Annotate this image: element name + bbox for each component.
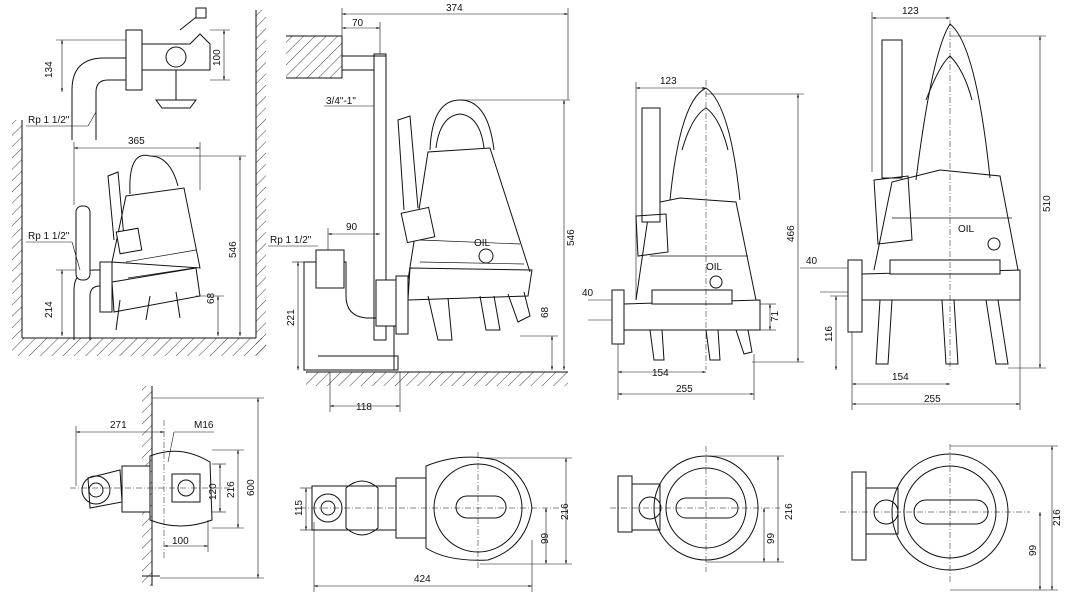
dim-120: 120 (208, 483, 219, 500)
plan-view-main: 115 216 99 424 (294, 452, 572, 592)
large-pump-handle (915, 23, 991, 181)
dim-99-main: 99 (540, 532, 551, 544)
label-m16: M16 (194, 420, 214, 431)
thread-label-left: Rp 1 1/2" (28, 231, 70, 242)
thread-label-main: Rp 1 1/2" (270, 235, 312, 246)
dim-255-small: 255 (676, 384, 693, 395)
dim-466: 466 (786, 225, 797, 242)
dim-216-large: 216 (1052, 509, 1063, 526)
dim-68-main: 68 (540, 306, 551, 318)
plan-view-large: 216 99 (840, 444, 1063, 591)
pump-housing (111, 187, 201, 269)
dim-71: 71 (770, 310, 781, 322)
main-pump-handle (429, 99, 495, 151)
dim-271: 271 (110, 420, 127, 431)
dim-118: 118 (356, 402, 372, 413)
large-cable (881, 39, 903, 179)
dim-600: 600 (246, 479, 257, 496)
guide-pipe (75, 205, 91, 281)
main-installation-view: OIL 374 70 90 546 221 68 118 3/4"-1" Rp … (268, 3, 577, 413)
detail-coupling (125, 29, 143, 91)
detail-elbow-outer (71, 57, 128, 140)
dim-90: 90 (346, 222, 358, 233)
detail-valve-wheel (165, 46, 187, 68)
detail-elbow-inner (95, 79, 128, 140)
dim-214: 214 (44, 301, 55, 318)
dim-510: 510 (1042, 195, 1053, 212)
oil-label-large: OIL (958, 224, 975, 235)
dim-68-left: 68 (206, 292, 217, 304)
dim-123-small: 123 (660, 76, 677, 87)
small-flange (611, 289, 625, 345)
large-pump-housing (873, 169, 1019, 271)
pump-flange (99, 261, 113, 313)
detail-valve-body (141, 33, 211, 71)
floor-hatch (22, 338, 266, 356)
dim-221: 221 (286, 309, 297, 326)
left-wall-hatch (12, 120, 22, 356)
oil-label-main: OIL (474, 238, 491, 249)
dim-100-plan: 100 (172, 536, 189, 547)
dim-100: 100 (212, 49, 223, 66)
dim-40-small: 40 (582, 288, 594, 299)
dim-374: 374 (446, 3, 463, 14)
dim-116: 116 (824, 326, 835, 342)
dim-365: 365 (128, 136, 145, 147)
right-wall-hatch (256, 10, 266, 355)
pump-side-view-large: OIL 123 510 40 116 154 255 (800, 6, 1053, 410)
dim-70: 70 (352, 18, 364, 29)
dim-154-small: 154 (652, 368, 669, 379)
large-flange (847, 259, 863, 333)
dim-216-main: 216 (560, 503, 571, 520)
dim-216-small: 216 (784, 503, 795, 520)
pump-side-view-small: OIL 123 466 40 71 154 255 (582, 76, 804, 400)
pipe-size-label: 3/4"-1" (326, 96, 356, 107)
duckfoot-bend (303, 261, 395, 371)
dim-424: 424 (414, 574, 431, 585)
pump-base (111, 267, 201, 313)
dim-123-large: 123 (902, 6, 919, 17)
dim-154-large: 154 (892, 372, 909, 383)
small-pump-handle (669, 87, 741, 201)
dim-216-left: 216 (226, 481, 237, 498)
dim-546: 546 (228, 241, 239, 258)
small-cable (641, 107, 661, 223)
dim-255-large: 255 (924, 394, 941, 405)
dim-115: 115 (294, 500, 305, 516)
pump-handle (129, 154, 179, 195)
dim-99-large: 99 (1028, 544, 1039, 556)
main-pump-base (407, 267, 533, 301)
dim-134: 134 (44, 61, 55, 78)
dim-40-large: 40 (806, 256, 818, 267)
plan-left-pipe (81, 475, 111, 505)
pipe-coupling (315, 249, 345, 289)
oil-label-small: OIL (706, 262, 723, 273)
left-installation-view: 134 100 Rp 1 1/2" 365 546 214 (12, 7, 266, 356)
plan-view-left: 271 M16 120 216 600 100 (70, 386, 264, 586)
plan-view-small: 216 99 (610, 446, 795, 572)
dim-99-small: 99 (766, 532, 777, 544)
dim-546-main: 546 (566, 229, 577, 246)
small-pump-housing (635, 197, 757, 301)
thread-label-top: Rp 1 1/2" (28, 115, 70, 126)
